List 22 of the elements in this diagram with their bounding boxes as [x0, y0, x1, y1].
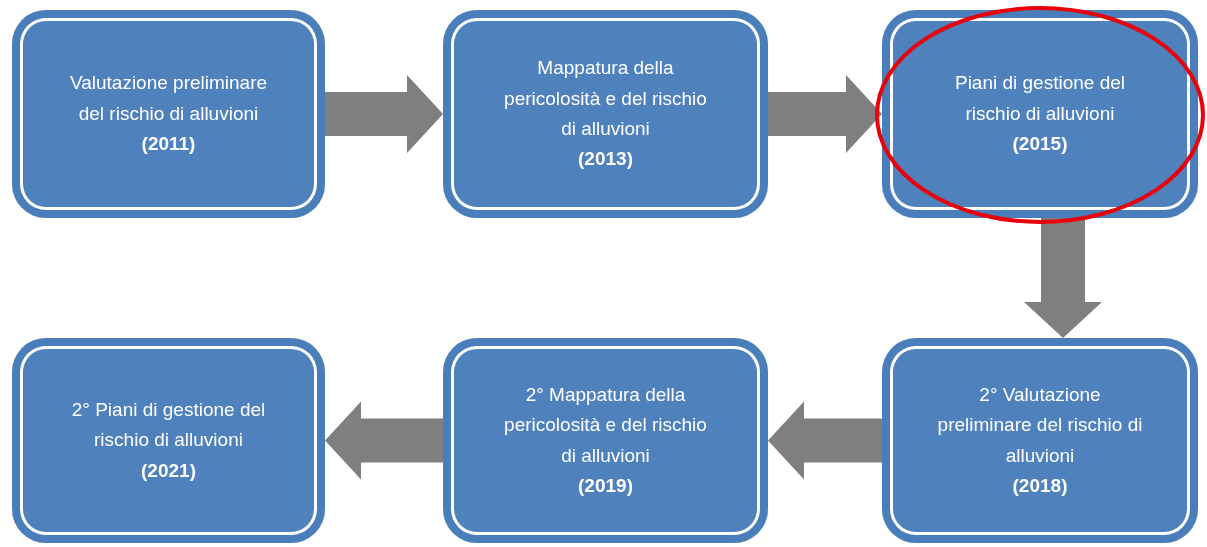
step-text: 2° Piani di gestione del rischio di alluvioni — [70, 397, 267, 453]
process-box — [443, 338, 768, 543]
block-arrow — [768, 401, 882, 480]
year-label: (2021) — [141, 458, 196, 483]
year-label: (2013) — [578, 147, 633, 172]
block-arrow — [1024, 218, 1102, 338]
step-text: Mappatura della pericolosità e del rischio di alluvioni — [503, 56, 708, 141]
process-box — [882, 338, 1198, 543]
block-arrow — [325, 401, 443, 480]
step-text: 2° Mappatura della pericolosità e del rischio di alluvioni — [503, 382, 708, 468]
step-text: Valutazione preliminare del rischio di alluvioni — [68, 71, 269, 126]
block-arrow — [325, 75, 443, 153]
step-text: 2° Valutazione preliminare del rischio di alluvioni — [936, 382, 1144, 468]
year-label: (2011) — [141, 132, 196, 157]
process-box — [443, 10, 768, 218]
process-box — [12, 338, 325, 543]
process-box — [12, 10, 325, 218]
step-text: Piani di gestione del rischio di alluvioni — [953, 71, 1127, 126]
year-label: (2019) — [578, 473, 633, 498]
year-label: (2015) — [1012, 132, 1068, 157]
block-arrow — [768, 75, 882, 153]
year-label: (2018) — [1012, 473, 1068, 498]
